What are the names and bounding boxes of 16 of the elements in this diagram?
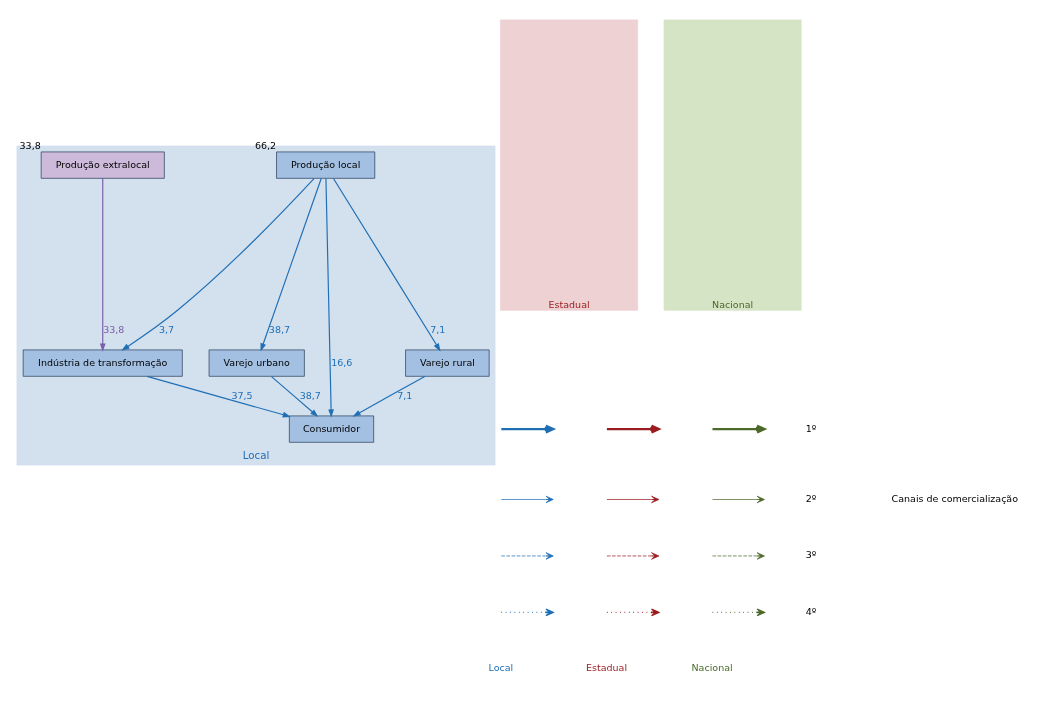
legend-label: 1º [805, 422, 817, 434]
edge-label: 37,5 [231, 389, 253, 401]
legend-label: 4º [805, 605, 817, 617]
legend-label: 2º [805, 492, 817, 504]
label: Local [488, 661, 514, 673]
legend-label: 3º [805, 548, 817, 560]
label: Estadual [585, 661, 628, 673]
edge-label: 7,1 [430, 323, 446, 335]
edge-label: 38,7 [268, 323, 291, 335]
label: Canais de comercialização [891, 492, 1019, 504]
edge-label: 33,8 [103, 323, 125, 335]
edge-label: 3,7 [158, 323, 175, 335]
edge-label: 7,1 [397, 389, 413, 401]
edge-label: 38,7 [299, 389, 321, 401]
edge-label: 16,6 [331, 356, 353, 368]
label: Nacional [691, 661, 733, 673]
